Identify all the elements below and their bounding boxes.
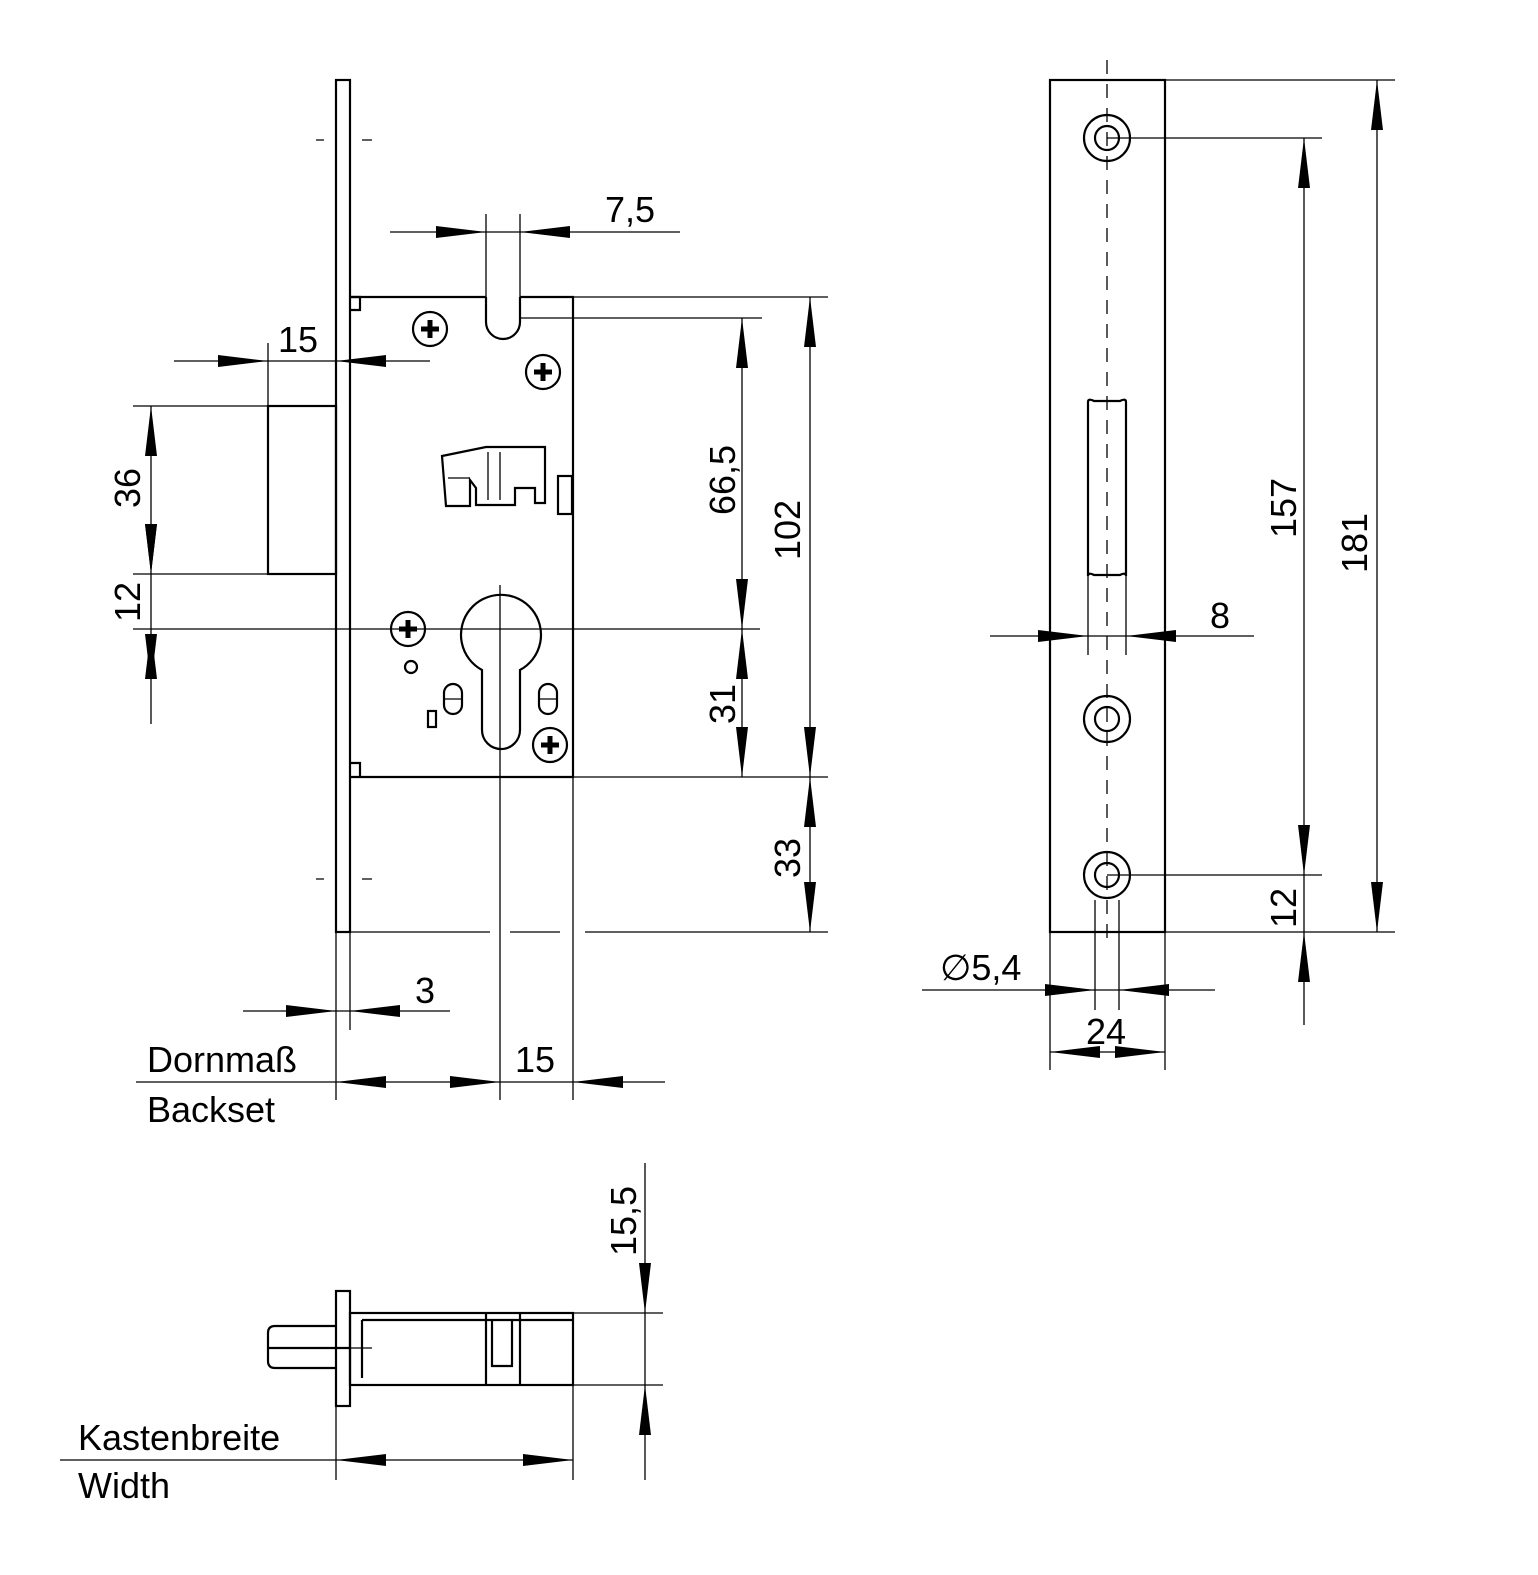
top-view-dimension-lines [60,1163,663,1480]
dim-top-offset: 7,5 [605,189,655,230]
faceplate-dimension-lines [922,79,1395,1070]
top-slot [484,297,522,341]
front-dimension-lines [133,214,828,1100]
dim-slot-width: 8 [1210,595,1230,636]
bolt-section [266,1324,350,1370]
faceplate-view [1048,60,1167,945]
cylinder-cutout [459,593,543,751]
dim-cylinder-to-bottom: 31 [702,684,743,724]
small-slot [426,709,438,729]
latch-slot [1086,398,1128,577]
lock-top-view [266,1289,575,1408]
latch-bolt [266,404,338,576]
screw-icon [531,726,569,764]
case-section [348,1311,575,1387]
case-tabs [350,295,362,777]
dim-follower-to-cylinder: 66,5 [702,445,743,515]
dim-bolt-step: 15,5 [603,1186,644,1256]
follower [440,445,547,508]
label-width-en: Width [78,1465,170,1506]
label-backset-de: Dornmaß [147,1039,297,1080]
dim-hole-edge-offset: 12 [1263,888,1304,928]
dimension-text: 7,5 15 36 12 66,5 102 31 33 3 15 Dornmaß… [78,189,1375,1506]
dim-faceplate-width: 24 [1086,1011,1126,1052]
dim-bottom-extension: 33 [767,838,808,878]
screw-icon [524,353,562,391]
dim-faceplate-length: 181 [1334,513,1375,573]
forend-plate [334,78,352,934]
screw-icon [411,310,449,348]
dim-hole-spacing: 157 [1263,478,1304,538]
dim-faceplate-projection: 15 [278,319,318,360]
lock-front-view [266,78,575,934]
side-lug [556,474,574,516]
dim-faceplate-thickness: 3 [415,970,435,1011]
label-backset-en: Backset [147,1089,275,1130]
dim-case-height: 102 [767,500,808,560]
dim-latch-offset: 12 [107,582,148,622]
dim-latch-height: 36 [107,468,148,508]
dim-cylinder-offset: 15 [515,1039,555,1080]
label-width-de: Kastenbreite [78,1417,280,1458]
lock-case [350,295,575,779]
mounting-hole-middle [1082,694,1132,744]
dim-hole-diameter: ∅5,4 [940,947,1021,988]
pin-hole [403,659,419,675]
